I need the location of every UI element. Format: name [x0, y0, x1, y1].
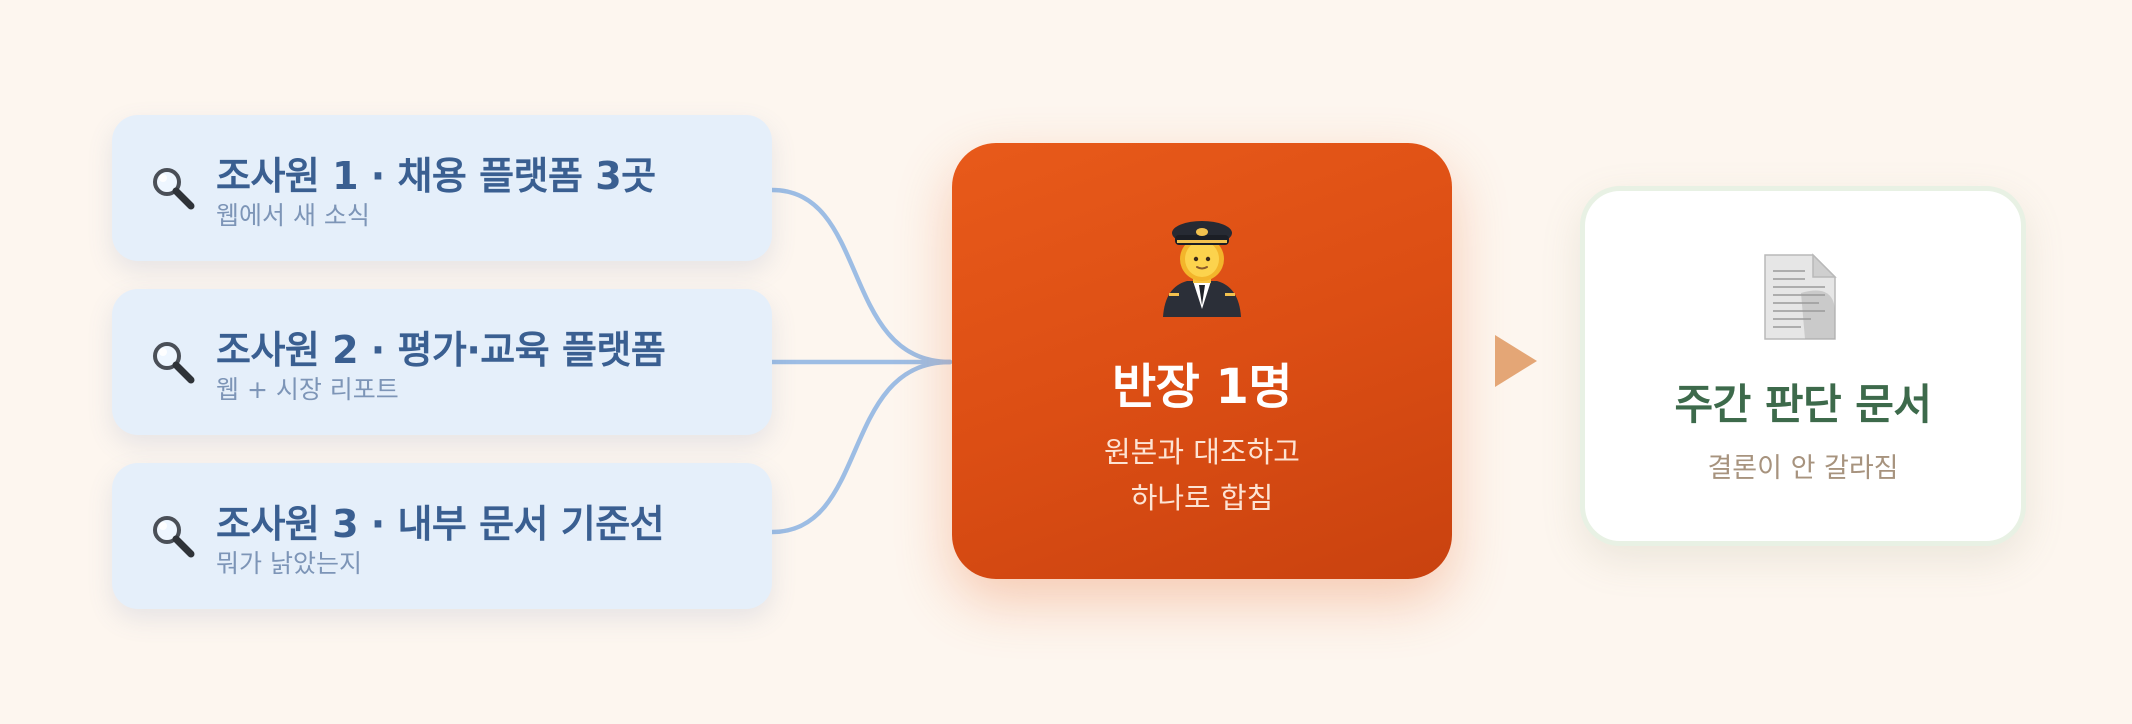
researcher-subtitle: 뭐가 낡았는지 [216, 549, 362, 578]
pilot-emoji-icon [1163, 221, 1241, 317]
researcher-subtitle: 웹 + 시장 리포트 [216, 375, 399, 404]
researcher-title: 조사원 3 · 내부 문서 기준선 [216, 502, 665, 546]
researcher-card-1: 조사원 1 · 채용 플랫폼 3곳 웹에서 새 소식 [112, 115, 772, 261]
leader-title: 반장 1명 [1111, 359, 1293, 415]
magnifier-icon [153, 516, 195, 558]
leader-description-line-2: 하나로 합침 [1130, 481, 1274, 515]
researcher-subtitle: 웹에서 새 소식 [216, 201, 370, 230]
connector-1 [769, 187, 953, 365]
researcher-title: 조사원 2 · 평가·교육 플랫폼 [216, 328, 666, 372]
connector-3 [769, 359, 953, 535]
magnifier-icon [153, 168, 195, 210]
leader-description-line-1: 원본과 대조하고 [1104, 435, 1300, 469]
researcher-card-3: 조사원 3 · 내부 문서 기준선 뭐가 낡았는지 [112, 463, 772, 609]
output-card: 주간 판단 문서 결론이 안 갈라짐 [1580, 186, 2026, 546]
leader-card: 반장 1명 원본과 대조하고 하나로 합침 [952, 143, 1452, 579]
arrow-right-icon [1495, 335, 1537, 387]
researcher-card-2: 조사원 2 · 평가·교육 플랫폼 웹 + 시장 리포트 [112, 289, 772, 435]
researcher-title: 조사원 1 · 채용 플랫폼 3곳 [216, 154, 656, 198]
output-title: 주간 판단 문서 [1674, 380, 1932, 429]
document-icon [1764, 253, 1837, 340]
magnifier-icon [153, 342, 195, 384]
output-subtitle: 결론이 안 갈라짐 [1707, 453, 1899, 484]
